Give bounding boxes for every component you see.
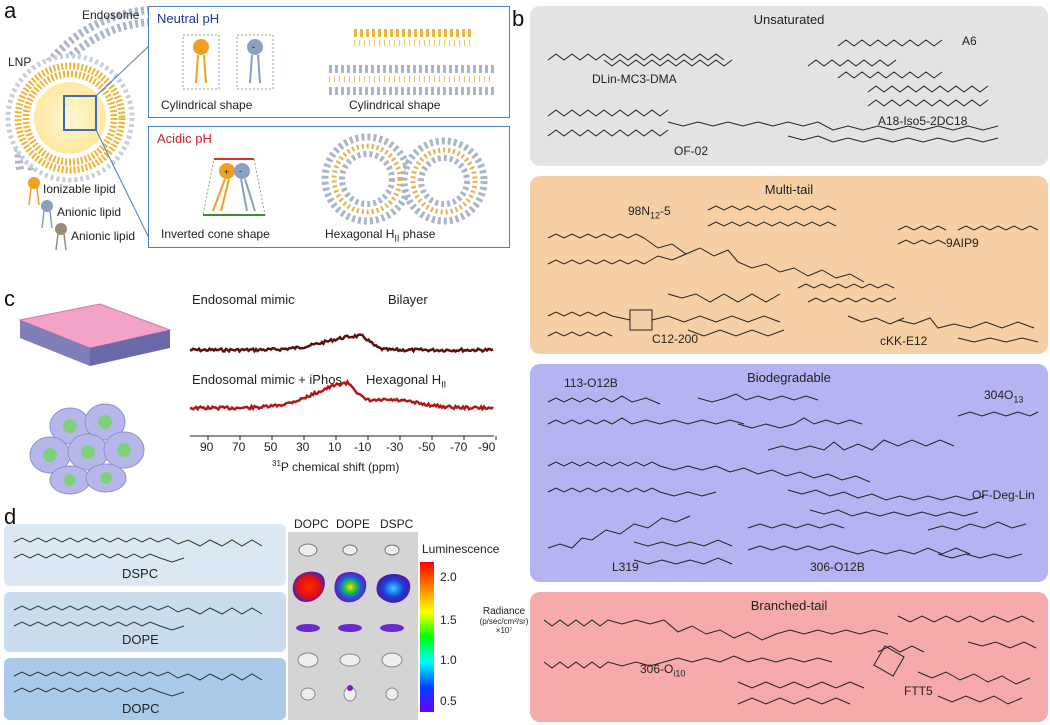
label-304o13: 304O13 xyxy=(984,388,1024,405)
dopc-box: DOPC xyxy=(4,658,286,720)
tick-m30: -30 xyxy=(386,440,404,454)
biodegradable-structures xyxy=(547,393,1039,565)
colorbar-title: Luminescence xyxy=(422,542,500,556)
lnp-endosome-illustration xyxy=(5,6,150,251)
ivis-image xyxy=(288,532,418,720)
legend-ionizable: Ionizable lipid xyxy=(43,182,116,196)
multi-tail-structures xyxy=(547,205,1039,343)
label-of-02: OF-02 xyxy=(674,144,709,158)
col-label-dope: DOPE xyxy=(336,517,371,531)
neutral-ph-title: Neutral pH xyxy=(157,11,220,26)
label-ftt5: FTT5 xyxy=(904,684,933,698)
label-l319: L319 xyxy=(612,560,639,574)
colorbar-tick-1-5: 1.5 xyxy=(440,613,457,627)
acidic-label-1: Inverted cone shape xyxy=(161,227,270,241)
endosome-label: Endosome xyxy=(82,8,140,22)
dope-structure xyxy=(13,605,263,631)
lnp-label: LNP xyxy=(8,55,32,69)
branched-tail-structures xyxy=(543,615,1037,705)
svg-text:-: - xyxy=(252,42,255,52)
label-113-o12b: 113-O12B xyxy=(564,376,618,390)
label-a18-iso5-2dc18: A18-Iso5-2DC18 xyxy=(878,114,968,128)
inverted-cone-icon: + - xyxy=(202,158,266,216)
dspc-box: DSPC xyxy=(4,524,286,586)
panel-label-b: b xyxy=(512,6,525,31)
phase-3d-illustration xyxy=(18,303,172,495)
section-title-multi-tail: Multi-tail xyxy=(764,182,814,197)
acidic-ph-title: Acidic pH xyxy=(157,131,212,146)
tick-m10: -10 xyxy=(354,440,372,454)
nmr-spectra xyxy=(189,333,497,440)
neutral-label-2: Cylindrical shape xyxy=(349,98,441,112)
legend-anionic-1: Anionic lipid xyxy=(57,205,122,219)
tick-90: 90 xyxy=(200,440,214,454)
hexagonal-phase-illustration xyxy=(321,133,488,225)
label-ckk-e12: cKK-E12 xyxy=(880,334,928,348)
trace1-left-label: Endosomal mimic xyxy=(192,292,295,307)
trace2-right-label: Hexagonal HII xyxy=(366,372,447,390)
neutral-label-1: Cylindrical shape xyxy=(161,98,253,112)
section-unsaturated: Unsaturated DLin-MC3-DMA A6 A18-Iso5-2DC… xyxy=(530,6,1048,166)
tick-70: 70 xyxy=(232,440,246,454)
section-branched-tail: Branched-tail 306-Oi10 FTT5 xyxy=(530,592,1048,722)
label-306-o12b: 306-O12B xyxy=(810,560,865,574)
dspc-structure xyxy=(13,537,263,563)
x-axis-label: 31P chemical shift (ppm) xyxy=(272,459,400,474)
cylinder-shape-icons: - xyxy=(182,34,274,90)
label-dopc: DOPC xyxy=(122,701,160,716)
x-tick-labels: 90 70 50 30 10 -10 -30 -50 -70 -90 xyxy=(188,440,498,456)
label-c12-200: C12-200 xyxy=(652,332,699,346)
nmr-trace-hexagonal xyxy=(189,379,494,412)
label-dope: DOPE xyxy=(122,632,159,647)
colorbar-tick-2-0: 2.0 xyxy=(440,570,457,584)
label-306-oi10: 306-Oi10 xyxy=(640,662,686,679)
tick-m90: -90 xyxy=(478,440,496,454)
section-multi-tail: Multi-tail 98N12-5 9AIP9 C12-20 xyxy=(530,176,1048,354)
tick-50: 50 xyxy=(264,440,278,454)
tick-30: 30 xyxy=(296,440,310,454)
label-9aip9: 9AIP9 xyxy=(946,236,979,250)
panel-label-a: a xyxy=(4,0,17,23)
trace2-left-label: Endosomal mimic + iPhos xyxy=(192,372,342,387)
label-dspc: DSPC xyxy=(122,566,159,581)
bilayer-illustration xyxy=(329,29,494,95)
dope-box: DOPE xyxy=(4,592,286,652)
trace1-right-label: Bilayer xyxy=(388,292,428,307)
section-title-unsaturated: Unsaturated xyxy=(753,12,825,27)
col-label-dopc: DOPC xyxy=(294,517,329,531)
acidic-ph-box: Acidic pH + - Inverted cone shape Hexago… xyxy=(148,126,510,248)
tick-10: 10 xyxy=(328,440,342,454)
nmr-trace-bilayer xyxy=(189,333,494,354)
radiance-label: Radiance (p/sec/cm²/sr) ×10⁷ xyxy=(479,606,529,635)
tick-m70: -70 xyxy=(450,440,468,454)
legend-anionic-2: Anionic lipid xyxy=(71,229,136,243)
label-a6: A6 xyxy=(962,34,977,48)
acidic-label-2: Hexagonal HII phase xyxy=(325,227,436,244)
label-of-deg-lin: OF-Deg-Lin xyxy=(972,488,1035,502)
panel-label-c: c xyxy=(4,286,15,311)
section-title-biodegradable: Biodegradable xyxy=(747,370,831,385)
colorbar-tick-1-0: 1.0 xyxy=(440,653,457,667)
dopc-structure xyxy=(13,671,263,697)
svg-text:-: - xyxy=(239,166,242,176)
label-dlin-mc3-dma: DLin-MC3-DMA xyxy=(592,72,677,86)
section-title-branched-tail: Branched-tail xyxy=(750,598,828,613)
svg-text:+: + xyxy=(224,167,229,177)
colorbar xyxy=(420,562,434,712)
section-biodegradable: Biodegradable 113-O12B 304O13 OF-Deg-Lin… xyxy=(530,364,1048,582)
label-98n12-5: 98N12-5 xyxy=(628,204,671,221)
ivis-organs xyxy=(292,543,411,702)
panel-label-d: d xyxy=(4,504,17,529)
tick-m50: -50 xyxy=(418,440,436,454)
unsaturated-structures xyxy=(547,39,999,143)
neutral-ph-box: Neutral pH - Cylindrical shape Cylindric… xyxy=(148,6,510,118)
colorbar-tick-0-5: 0.5 xyxy=(440,694,457,708)
col-label-dspc: DSPC xyxy=(380,517,414,531)
